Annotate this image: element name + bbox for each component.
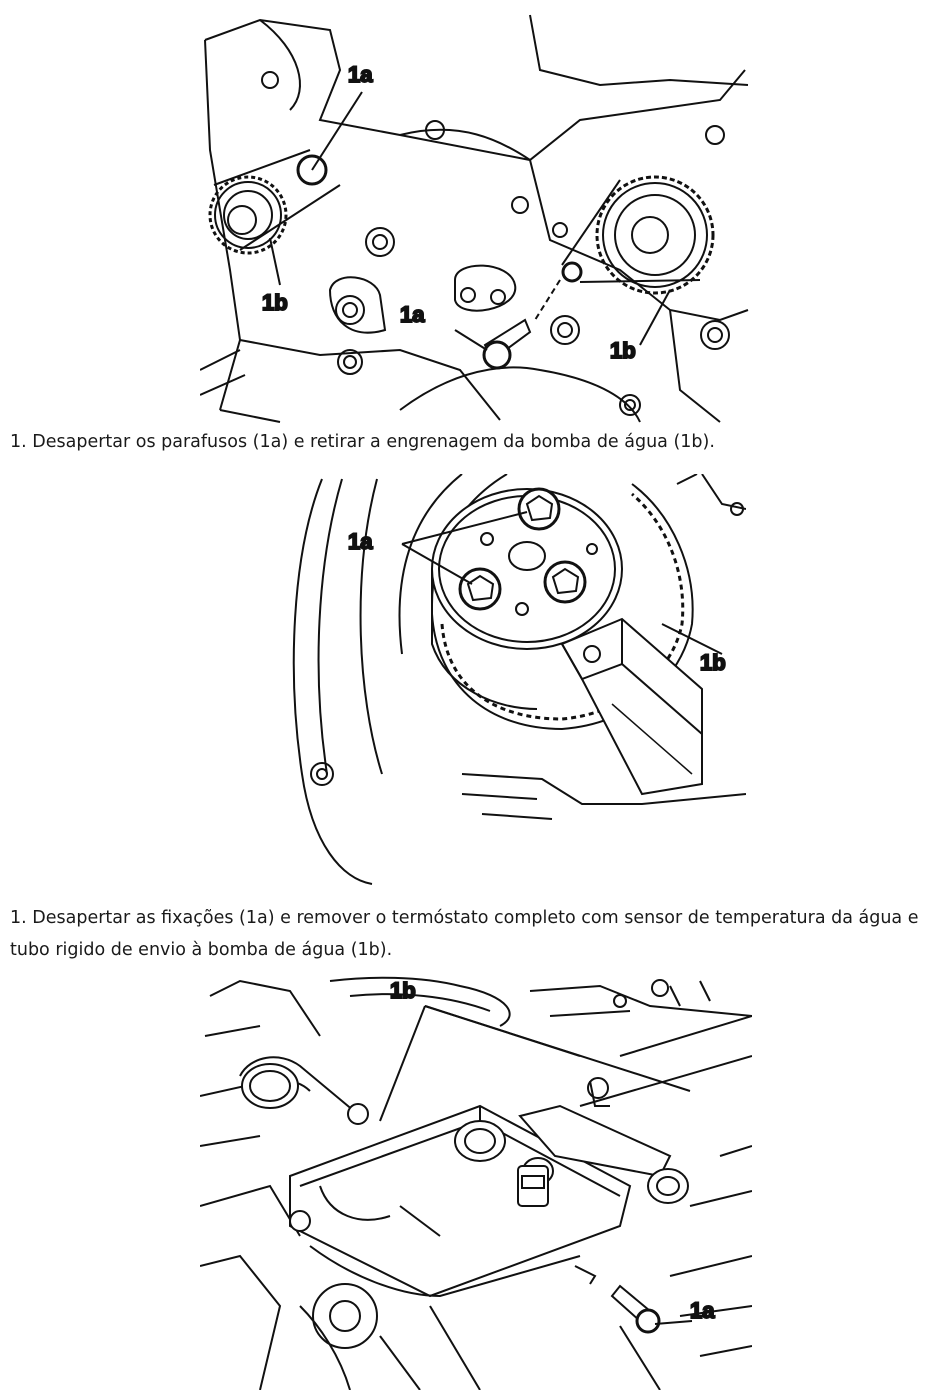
label-1a: 1a bbox=[690, 1298, 715, 1323]
label-1a-top: 1a bbox=[348, 62, 373, 87]
figure-thermostat-fixings: 1a 1b bbox=[282, 474, 746, 886]
figure-thermostat-assembly: 1b 1a bbox=[200, 976, 752, 1390]
thermostat-drawing: 1a 1b bbox=[292, 474, 746, 885]
label-1b-right: 1b bbox=[610, 338, 636, 363]
label-1b-left: 1b bbox=[262, 290, 288, 315]
figure-water-pump-gear-bolts: 1a 1b 1a 1b bbox=[200, 10, 752, 425]
caption-1: 1. Desapertar os parafusos (1a) e retira… bbox=[10, 432, 715, 452]
water-pump-gear-drawing: 1a 1b 1a 1b bbox=[200, 14, 749, 423]
label-1b: 1b bbox=[390, 978, 416, 1003]
caption-2: 1. Desapertar as fixações (1a) e remover… bbox=[10, 908, 919, 960]
thermostat-assembly-drawing: 1b 1a bbox=[200, 976, 752, 1390]
label-1b: 1b bbox=[700, 650, 726, 675]
label-1a-center: 1a bbox=[400, 302, 425, 327]
label-1a: 1a bbox=[348, 529, 373, 554]
